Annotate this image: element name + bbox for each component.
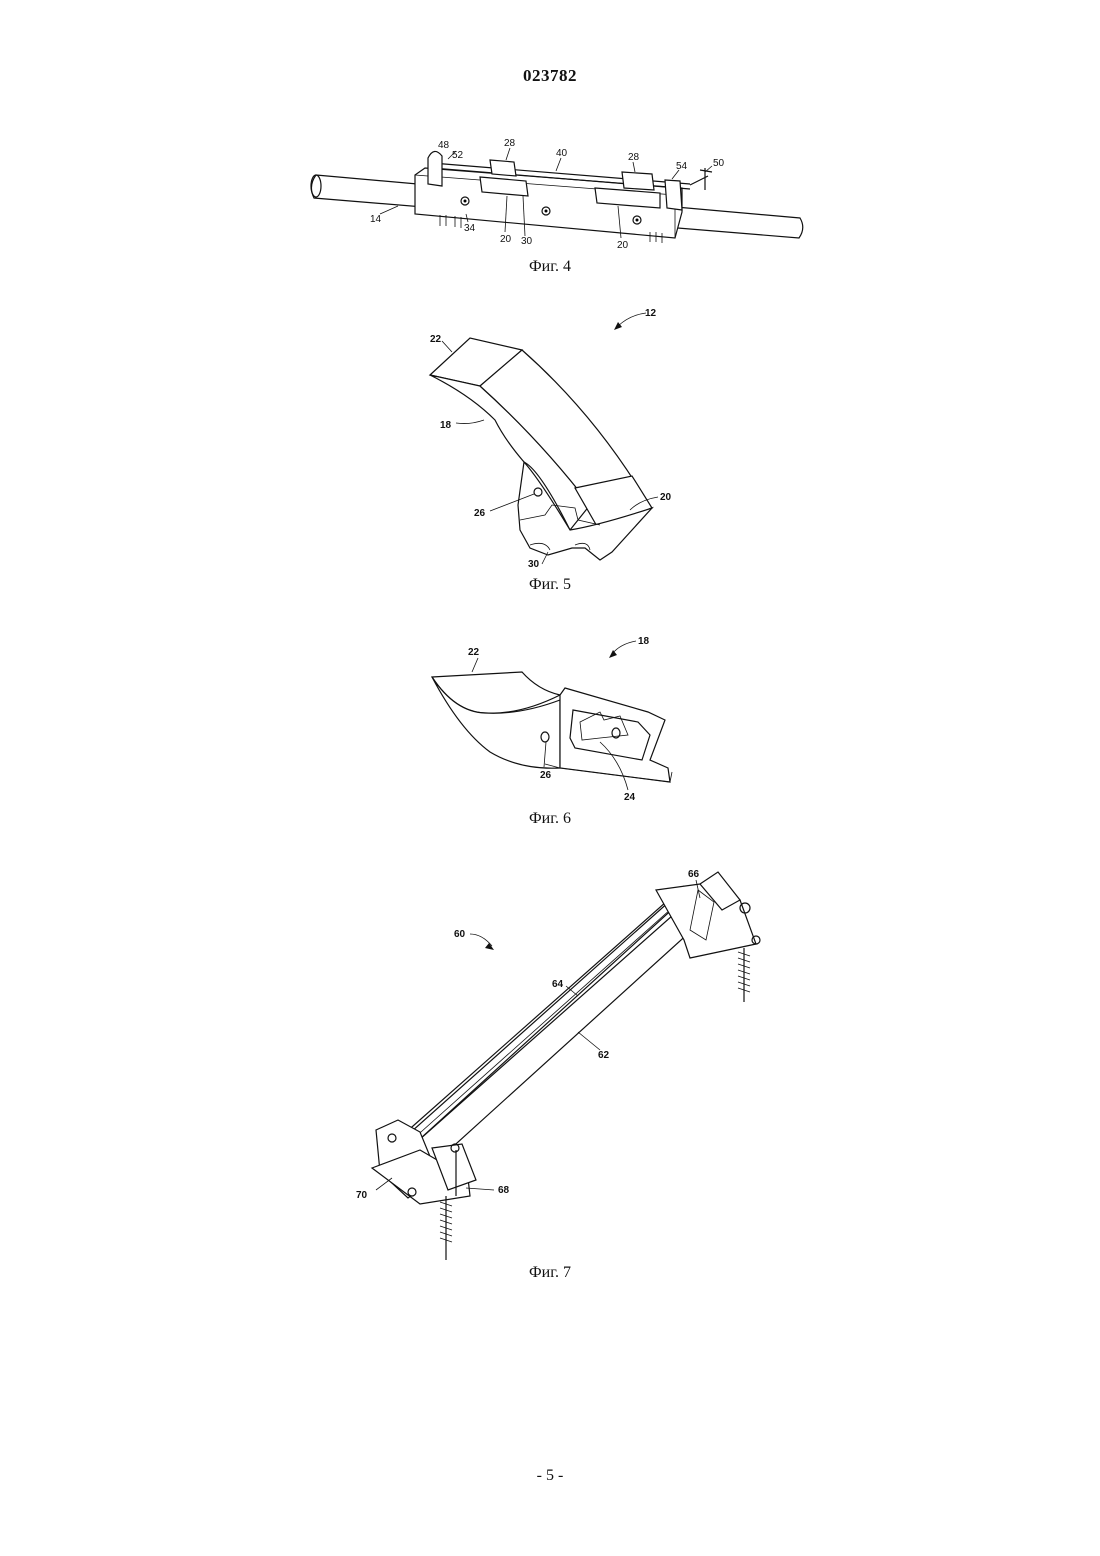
fig7-label-68: 68 [498,1185,510,1196]
fig5-label-22: 22 [430,334,442,345]
fig5-label-18: 18 [440,420,452,431]
fig4-label-34: 34 [464,223,476,234]
fig4-label-28-right: 28 [628,152,640,163]
figure-7-drawing: 66 60 64 62 70 68 [0,860,1100,1260]
fig6-label-18: 18 [638,636,650,647]
fig4-label-54: 54 [676,161,688,172]
fig7-label-62: 62 [598,1050,610,1061]
figure-5-caption: Фиг. 5 [0,576,1100,594]
fig7-label-70: 70 [356,1190,368,1201]
figure-4-caption: Фиг. 4 [0,258,1100,276]
fig4-label-20-left: 20 [500,234,512,245]
page-number: - 5 - [0,1467,1100,1485]
fig6-label-24: 24 [624,792,636,803]
fig7-label-66: 66 [688,869,700,880]
fig5-label-30: 30 [528,559,540,570]
fig4-label-30: 30 [521,236,533,247]
fig4-label-14: 14 [370,214,382,225]
fig4-label-20-right: 20 [617,240,629,251]
figure-7-caption: Фиг. 7 [0,1264,1100,1282]
fig7-label-60: 60 [454,929,466,940]
fig5-label-20: 20 [660,492,672,503]
fig6-label-26: 26 [540,770,552,781]
figure-6-caption: Фиг. 6 [0,810,1100,828]
figure-4-drawing: 48 52 28 40 28 54 50 14 34 20 30 20 [0,130,1100,260]
fig7-label-64: 64 [552,979,564,990]
document-number: 023782 [0,66,1100,86]
fig6-label-22: 22 [468,647,480,658]
fig4-label-48: 48 [438,140,450,151]
fig5-label-26: 26 [474,508,486,519]
fig4-label-52: 52 [452,150,464,161]
fig4-label-28-left: 28 [504,138,516,149]
figure-6-drawing: 18 22 26 24 [0,630,1100,810]
fig4-label-40: 40 [556,148,568,159]
fig4-label-50: 50 [713,158,725,169]
fig5-label-12: 12 [645,308,657,319]
figure-5-drawing: 12 22 18 26 20 30 [0,300,1100,575]
